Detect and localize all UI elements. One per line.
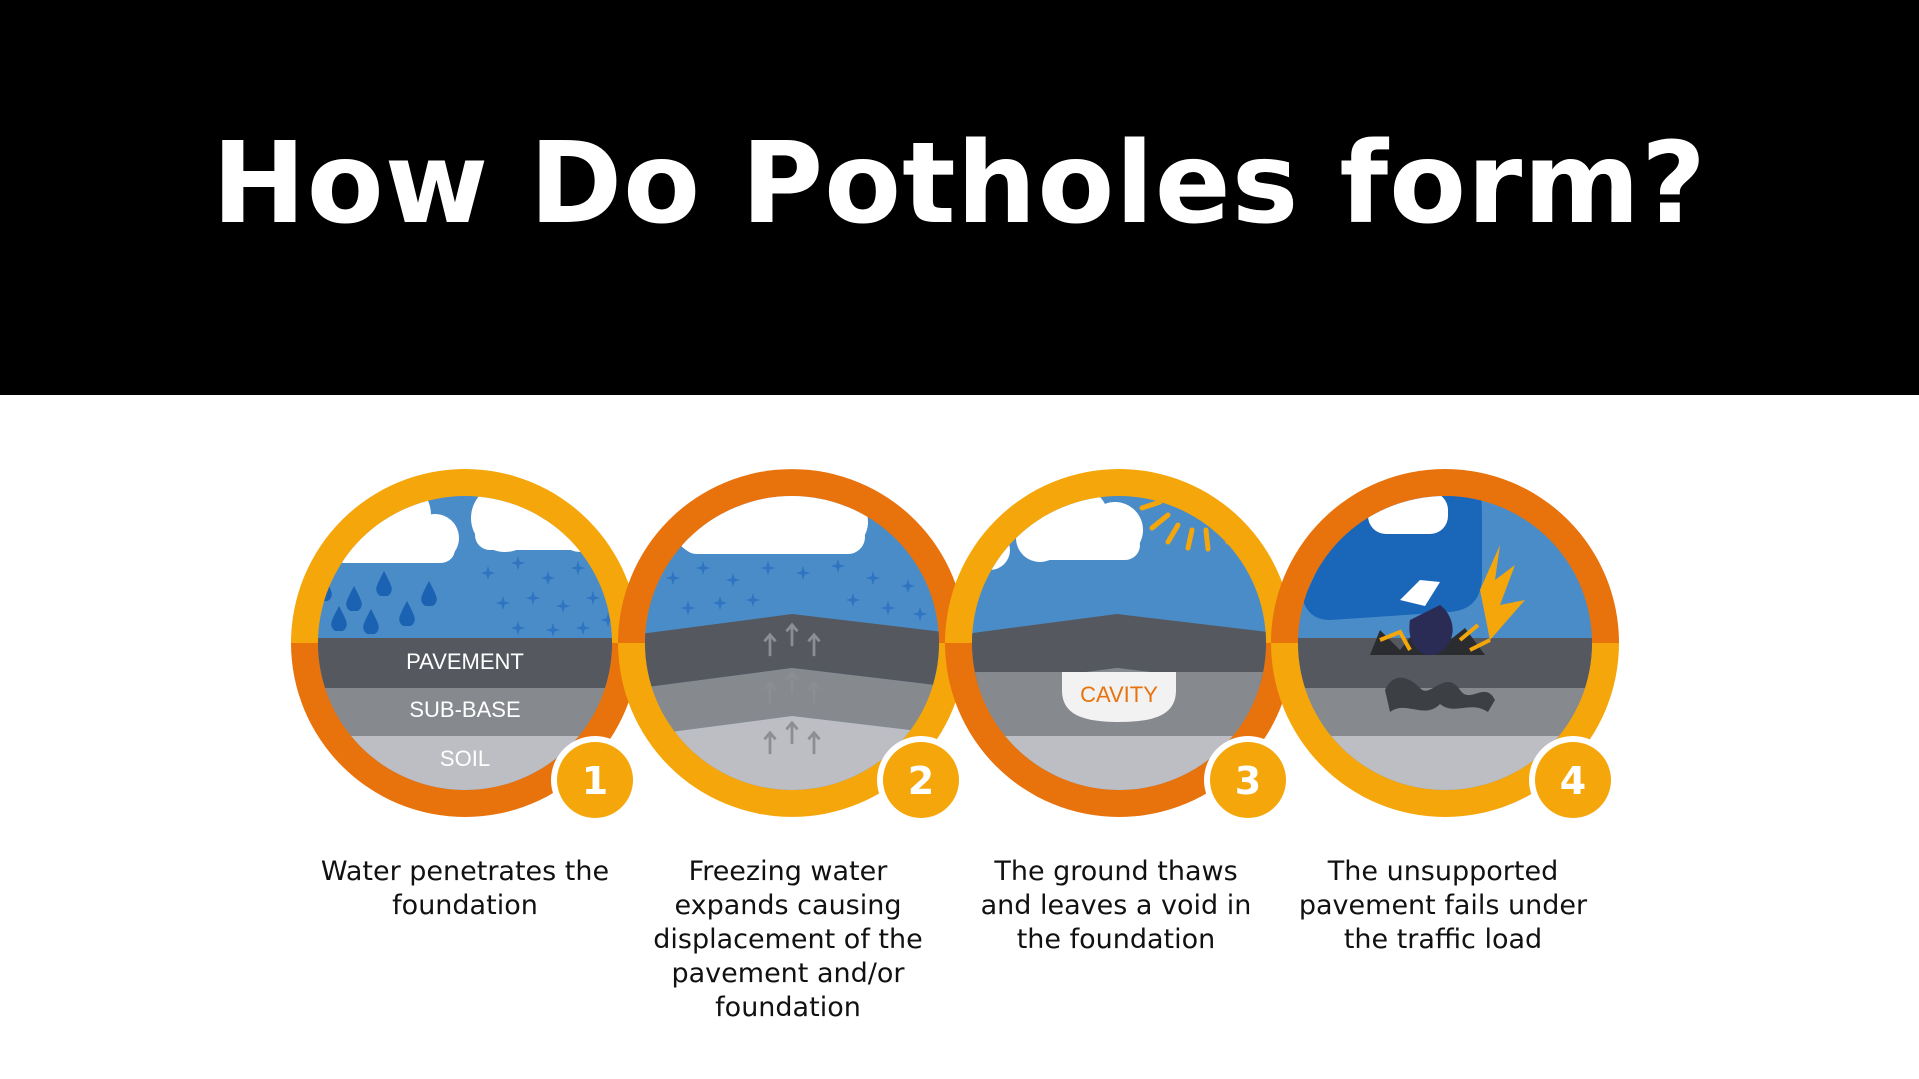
step-2-number: 2: [908, 759, 934, 803]
step-3-number: 3: [1235, 759, 1261, 803]
cavity-label: CAVITY: [1080, 682, 1158, 707]
subbase-label: SUB-BASE: [409, 697, 520, 722]
step-2-caption: Freezing water expands causing displacem…: [638, 855, 938, 1025]
step-1-number-badge: 1: [551, 736, 639, 824]
step-3-number-badge: 3: [1204, 736, 1292, 824]
step-1-number: 1: [582, 759, 608, 803]
step-4-caption: The unsupported pavement fails under the…: [1293, 855, 1593, 957]
step-1-caption: Water penetrates the foundation: [315, 855, 615, 923]
step-4-number-badge: 4: [1529, 736, 1617, 824]
step-4-number: 4: [1560, 759, 1586, 803]
pavement-label: PAVEMENT: [406, 649, 524, 674]
step-2-number-badge: 2: [877, 736, 965, 824]
soil-label: SOIL: [440, 746, 490, 771]
step-3-caption: The ground thaws and leaves a void in th…: [966, 855, 1266, 957]
